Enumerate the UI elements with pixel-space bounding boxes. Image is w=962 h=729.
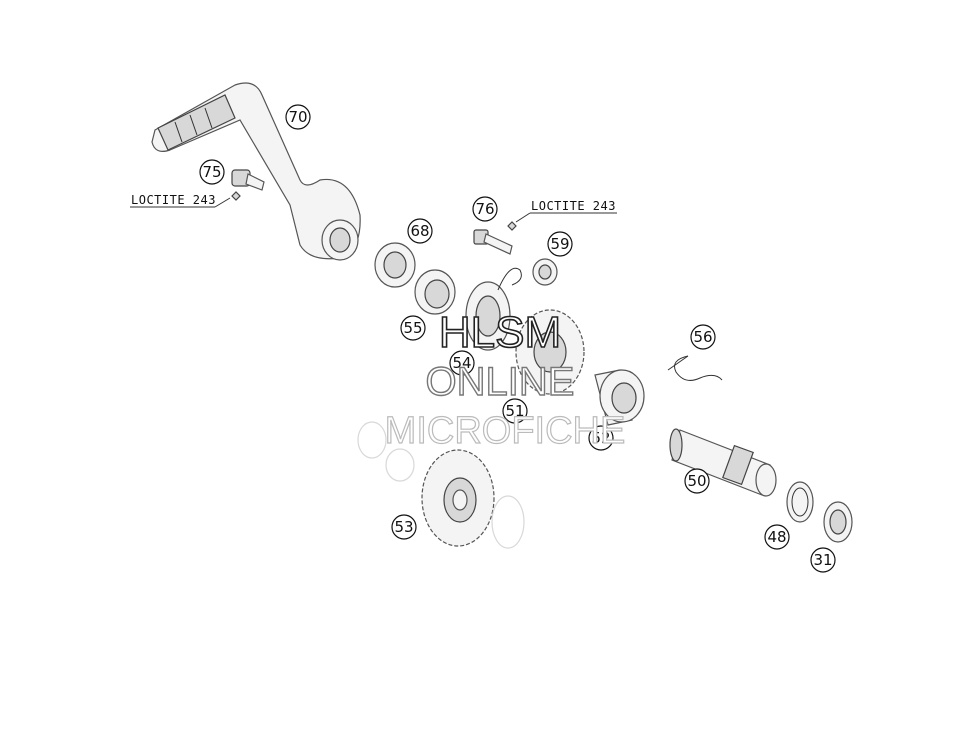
svg-text:LOCTITE 243: LOCTITE 243 [531, 199, 616, 213]
svg-text:LOCTITE 243: LOCTITE 243 [131, 193, 216, 207]
watermark-line-1: HLSM [439, 308, 561, 357]
washer-68 [374, 242, 416, 288]
callout-50: 50 [684, 468, 710, 494]
svg-text:54: 54 [452, 354, 471, 372]
svg-text:55: 55 [403, 319, 422, 337]
svg-text:50: 50 [687, 472, 706, 490]
watermark-line-3: MICROFICHE [385, 410, 626, 452]
callout-55: 55 [400, 315, 426, 341]
callout-48: 48 [764, 524, 790, 550]
svg-text:76: 76 [475, 200, 494, 218]
callout-56: 56 [690, 324, 716, 350]
svg-text:68: 68 [410, 222, 429, 240]
svg-text:48: 48 [767, 528, 786, 546]
callout-54: 54 [449, 350, 475, 376]
ghost-parts [357, 421, 525, 549]
spring-54 [465, 267, 522, 351]
callout-75: 75 [199, 159, 225, 185]
loctite-note-right: LOCTITE 243 [515, 199, 617, 223]
loctite-note-left: LOCTITE 243 [130, 193, 231, 208]
circlip-48 [786, 481, 814, 523]
watermark: HLSM ONLINE MICROFICHE [384, 307, 626, 452]
svg-text:51: 51 [505, 402, 524, 420]
gear-51 [515, 309, 585, 395]
callout-68: 68 [407, 218, 433, 244]
callout-76: 76 [472, 196, 498, 222]
watermark-line-2: ONLINE [426, 360, 575, 404]
bolt-75 [231, 169, 265, 201]
callout-70: 70 [285, 104, 311, 130]
callout-31: 31 [810, 547, 836, 573]
callout-51: 51 [502, 398, 528, 424]
svg-text:56: 56 [693, 328, 712, 346]
washer-31 [823, 501, 853, 543]
sleeve-59 [532, 258, 558, 286]
kickstart-shaft-50 [669, 428, 777, 497]
screw-76 [473, 221, 517, 255]
svg-text:53: 53 [394, 518, 413, 536]
bushing-55 [414, 269, 456, 315]
idler-gear-53 [421, 449, 495, 547]
ratchet-52 [594, 369, 645, 426]
svg-text:59: 59 [550, 235, 569, 253]
svg-text:75: 75 [202, 163, 221, 181]
callout-53: 53 [391, 514, 417, 540]
svg-text:52: 52 [591, 429, 610, 447]
spring-clip-56 [667, 355, 723, 381]
svg-text:70: 70 [288, 108, 307, 126]
svg-text:31: 31 [813, 551, 832, 569]
callout-52: 52 [588, 425, 614, 451]
kickstart-lever [151, 82, 361, 261]
callout-59: 59 [547, 231, 573, 257]
